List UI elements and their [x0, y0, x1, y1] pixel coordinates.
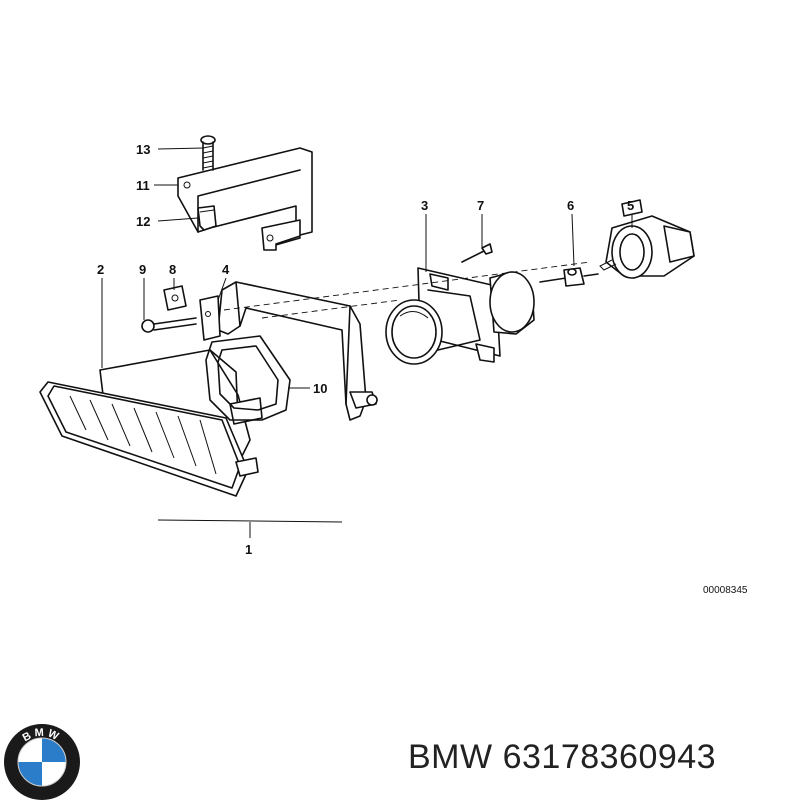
leader-lines: [101, 147, 633, 538]
callout-7: 7: [477, 198, 484, 213]
callout-4: 4: [222, 262, 230, 277]
reflector-unit-3: [385, 267, 535, 365]
clip-nut-12: [197, 205, 217, 231]
callout-8: 8: [169, 262, 176, 277]
svg-text:BMW: BMW: [21, 727, 64, 745]
fog-lamp-housing: [39, 349, 263, 497]
screw-9: [141, 317, 197, 333]
callout-1: 1: [245, 542, 252, 557]
nut-8: [163, 285, 187, 311]
callout-11: 11: [136, 178, 150, 193]
assembly-axis-line: [223, 261, 591, 311]
bulb-6: [539, 267, 599, 287]
callout-2: 2: [97, 262, 104, 277]
bolt-13: [200, 135, 216, 171]
callout-9: 9: [139, 262, 146, 277]
socket-connector-5: [599, 199, 695, 279]
screw-7: [461, 243, 493, 263]
callout-10: 10: [313, 381, 327, 396]
part-number: 63178360943: [502, 738, 717, 776]
bmw-logo: BMW: [4, 724, 80, 800]
brand-name: BMW: [408, 738, 493, 776]
callout-6: 6: [567, 198, 574, 213]
callout-13: 13: [136, 142, 150, 157]
callout-12: 12: [136, 214, 150, 229]
frame-4: [199, 281, 378, 421]
mounting-bracket: [177, 147, 313, 251]
callout-5: 5: [627, 198, 634, 213]
assembly-axis-line: [261, 299, 401, 319]
gasket-10: [205, 335, 291, 421]
drawing-code: 00008345: [703, 585, 748, 596]
callout-3: 3: [421, 198, 428, 213]
